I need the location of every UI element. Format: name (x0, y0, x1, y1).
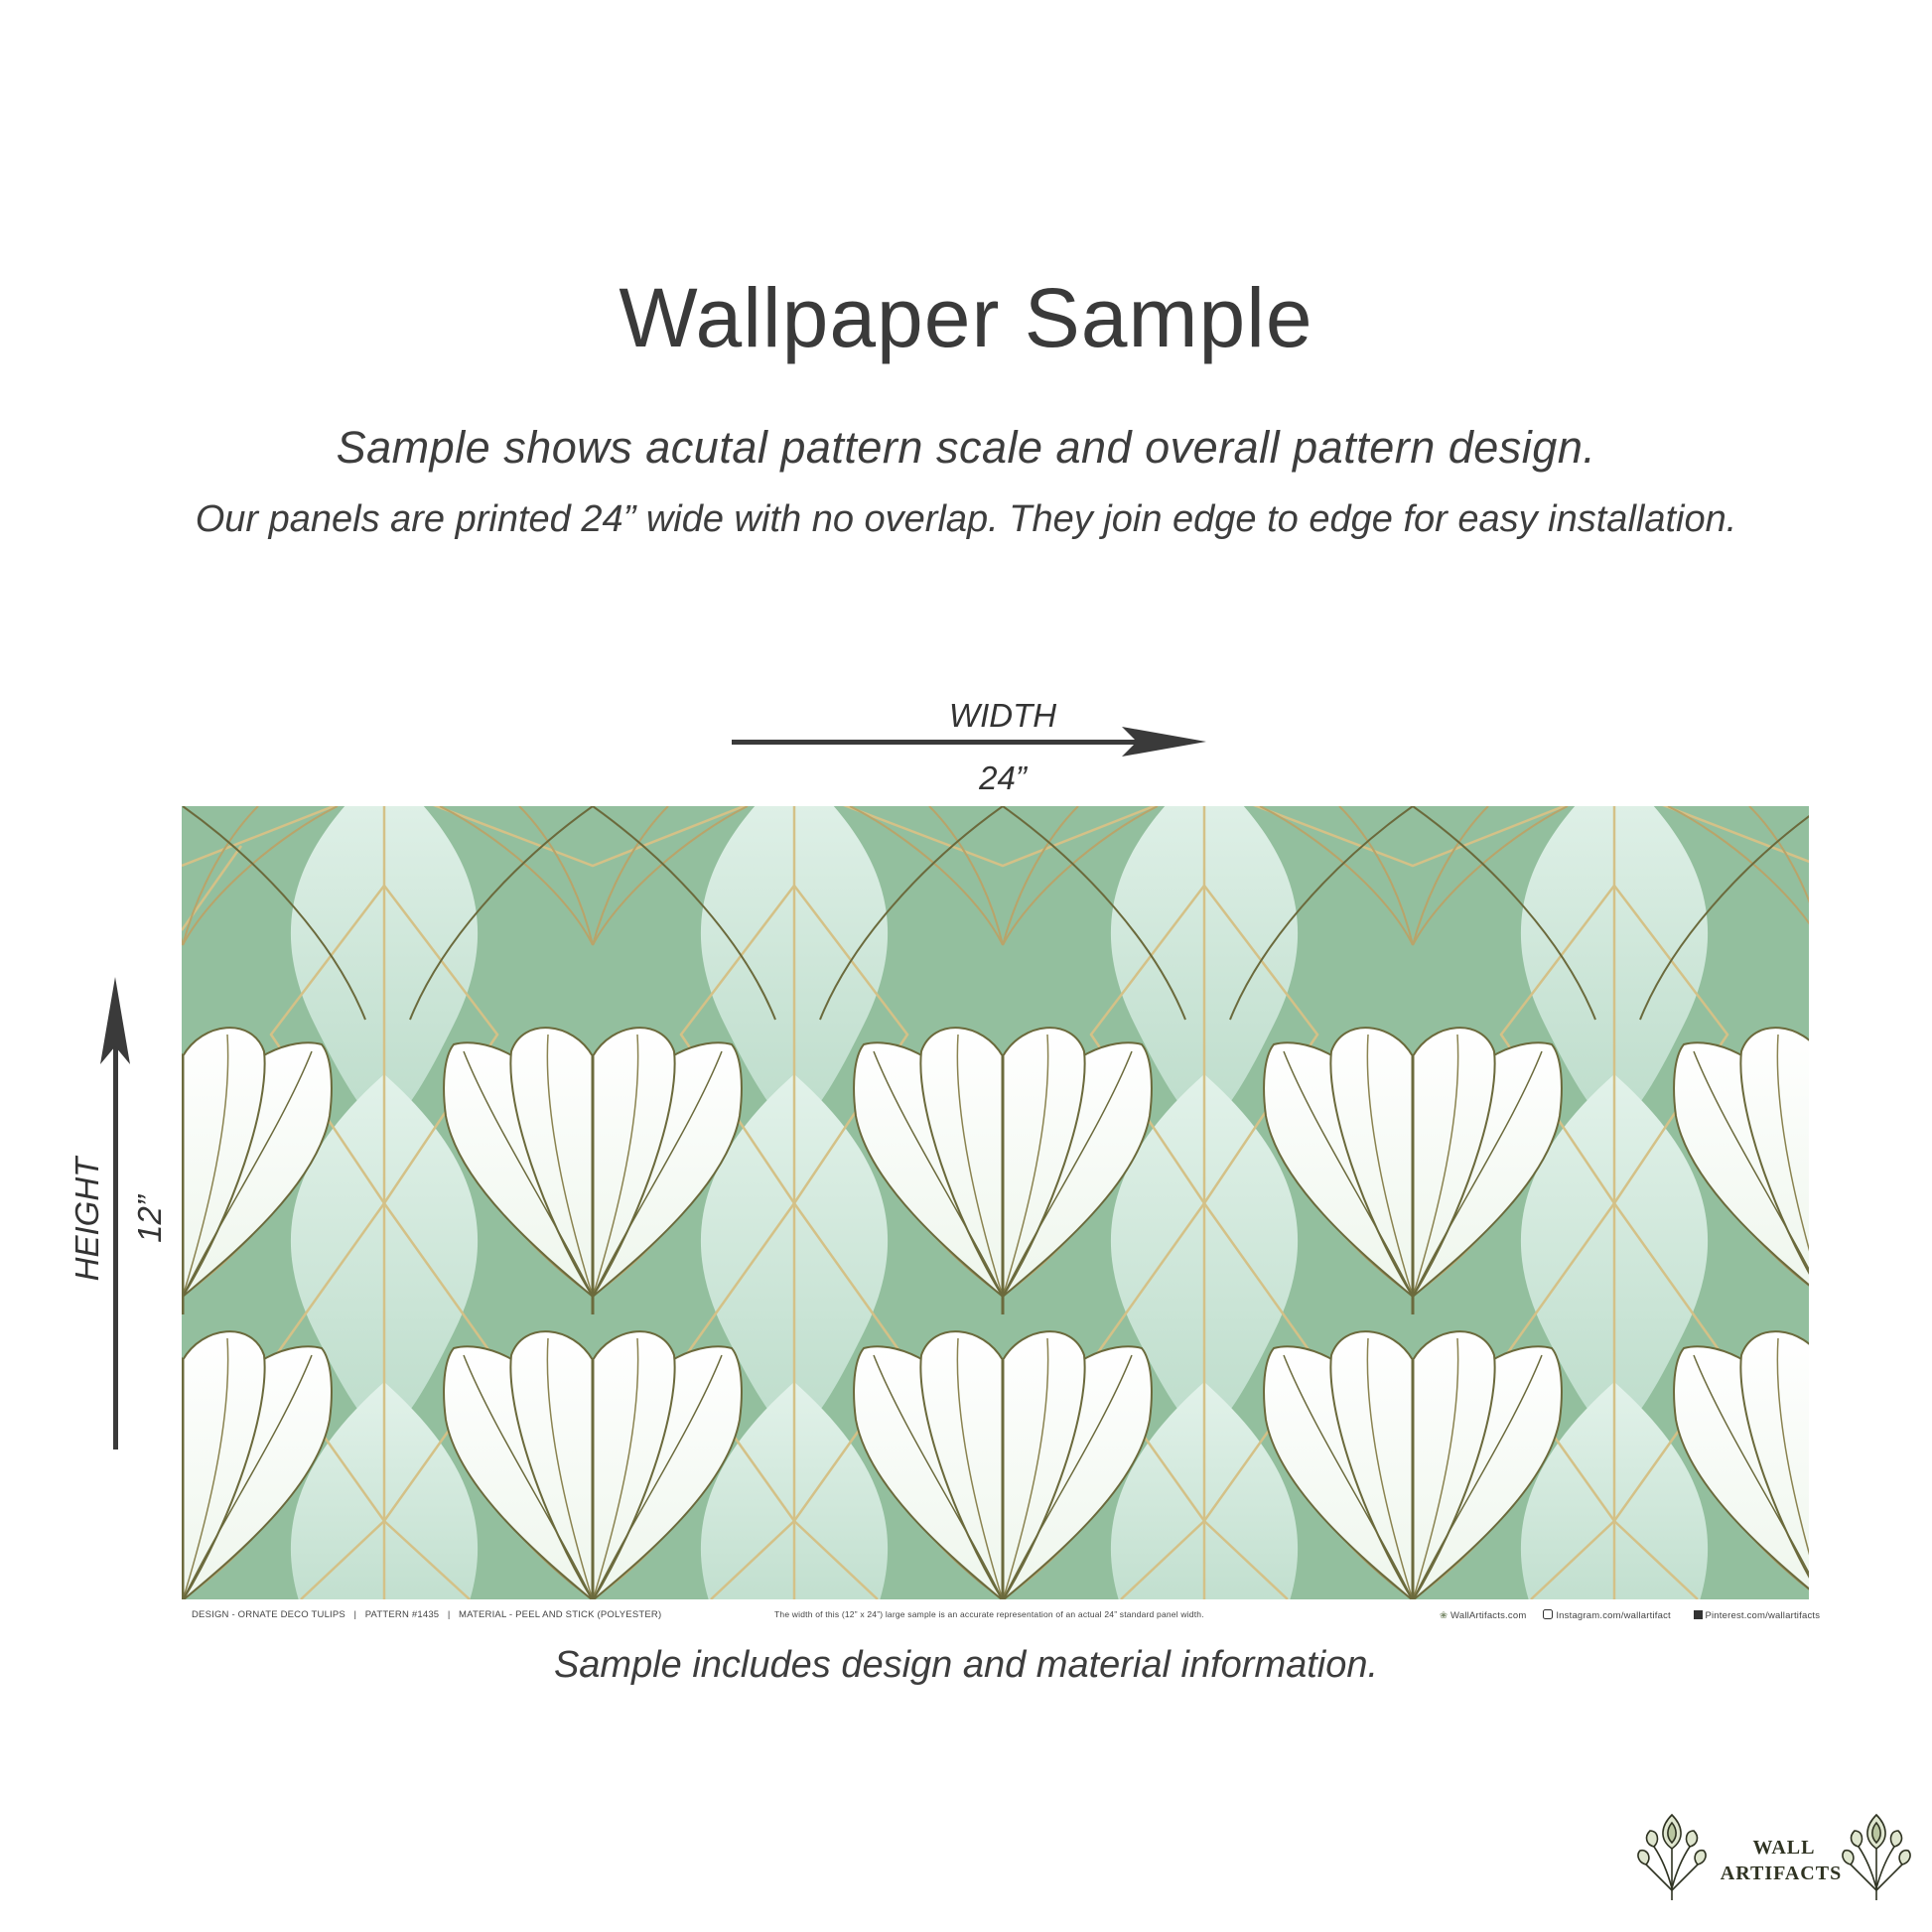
subtitle: Sample shows acutal pattern scale and ov… (336, 422, 1596, 473)
width-value: 24” (979, 759, 1027, 796)
height-value: 12” (131, 1195, 168, 1243)
tulip-pattern-illustration (182, 806, 1809, 1599)
pinterest-icon (1693, 1610, 1703, 1619)
instagram-icon (1543, 1609, 1554, 1619)
sample-links: ❀ WallArtifacts.com Instagram.com/wallar… (1440, 1609, 1820, 1621)
brand-logo: WALL ARTIFACTS (1636, 1809, 1924, 1918)
pinterest-link[interactable]: Pinterest.com/wallartifacts (1705, 1610, 1821, 1621)
website-icon: ❀ (1440, 1610, 1449, 1621)
arch-outlines (182, 806, 1809, 1021)
width-arrow-icon (732, 727, 1206, 757)
page-title: Wallpaper Sample (619, 271, 1313, 364)
height-arrow-icon (100, 977, 130, 1449)
caption: Sample includes design and material info… (553, 1644, 1379, 1686)
brand-line-2: ARTIFACTS (1720, 1863, 1843, 1884)
material-info: MATERIAL - PEEL AND STICK (POLYESTER) (459, 1609, 662, 1620)
separator: | (353, 1609, 357, 1620)
website-link[interactable]: WallArtifacts.com (1450, 1610, 1527, 1621)
width-note: The width of this (12” x 24”) large samp… (774, 1609, 1204, 1619)
description: Our panels are printed 24” wide with no … (195, 498, 1737, 540)
pattern-number: PATTERN #1435 (364, 1609, 440, 1620)
wallpaper-sample-panel (182, 806, 1809, 1599)
design-name: DESIGN - ORNATE DECO TULIPS (192, 1609, 345, 1620)
brand-line-1: WALL (1752, 1837, 1816, 1859)
separator: | (447, 1609, 451, 1620)
width-label: WIDTH (948, 697, 1057, 734)
instagram-link[interactable]: Instagram.com/wallartifact (1556, 1610, 1671, 1621)
height-label: HEIGHT (69, 1157, 105, 1282)
sample-design-info: DESIGN - ORNATE DECO TULIPS | PATTERN #1… (192, 1609, 661, 1620)
gold-fan-lines (182, 806, 1809, 946)
peacock-feather-icon (1842, 1813, 1911, 1900)
peacock-feather-icon (1637, 1813, 1707, 1900)
